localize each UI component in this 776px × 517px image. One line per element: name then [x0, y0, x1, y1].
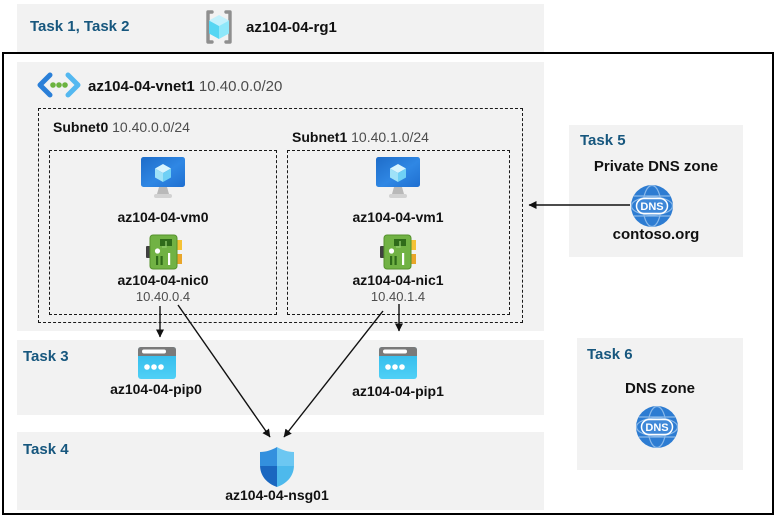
nic0-ip: 10.40.0.4: [135, 289, 191, 304]
task-6-label: Task 6: [587, 346, 633, 363]
nic1-label: az104-04-nic1: [352, 272, 444, 288]
subnet0-name: Subnet0: [53, 119, 109, 135]
subnet0-title: Subnet0 10.40.0.0/24: [53, 119, 190, 135]
private-dns-zone-title: Private DNS zone: [593, 158, 719, 175]
subnet1-name: Subnet1: [292, 129, 348, 145]
vnet-name: az104-04-vnet1: [88, 78, 195, 95]
task-4-label: Task 4: [23, 441, 69, 458]
nic1-icon: [380, 233, 416, 271]
vnet-address-space-box: [38, 108, 523, 323]
nic1-ip: 10.40.1.4: [370, 289, 426, 304]
pip0-label: az104-04-pip0: [110, 381, 202, 397]
resource-group-icon: [201, 8, 237, 46]
vnet-cidr: 10.40.0.0/20: [198, 78, 283, 95]
nic0-label: az104-04-nic0: [117, 272, 209, 288]
vnet-title: az104-04-vnet1 10.40.0.0/20: [88, 78, 282, 95]
nsg-label: az104-04-nsg01: [225, 487, 329, 503]
subnet0-box: [49, 150, 277, 315]
subnet1-title: Subnet1 10.40.1.0/24: [292, 129, 429, 145]
task-3-section: [17, 340, 544, 415]
dns-zone-title: DNS zone: [624, 380, 695, 397]
vm1-icon: [375, 157, 421, 201]
pip1-label: az104-04-pip1: [352, 383, 444, 399]
private-dns-zone-name: contoso.org: [612, 226, 700, 243]
task-1-2-label: Task 1, Task 2: [30, 18, 130, 35]
resource-group-name: az104-04-rg1: [246, 19, 337, 36]
dns-icon-text: DNS: [640, 201, 663, 213]
nsg-shield-icon: [259, 446, 295, 488]
vm1-label: az104-04-vm1: [352, 209, 444, 225]
private-dns-zone-icon: DNS: [630, 184, 674, 228]
dns-icon-text: DNS: [645, 422, 668, 434]
task-3-label: Task 3: [23, 348, 69, 365]
task-5-label: Task 5: [580, 132, 626, 149]
task-1-2-section: [17, 4, 544, 52]
pip0-icon: [138, 347, 176, 379]
dns-zone-icon: DNS: [635, 405, 679, 449]
virtual-network-icon: [36, 72, 82, 98]
nic0-icon: [146, 233, 182, 271]
vnet-panel: [17, 62, 544, 331]
subnet1-cidr: 10.40.1.0/24: [351, 129, 429, 145]
subnet0-cidr: 10.40.0.0/24: [112, 119, 190, 135]
task-6-section: [577, 338, 743, 470]
vm0-label: az104-04-vm0: [117, 209, 209, 225]
vm0-icon: [140, 157, 186, 201]
pip1-icon: [379, 347, 417, 379]
